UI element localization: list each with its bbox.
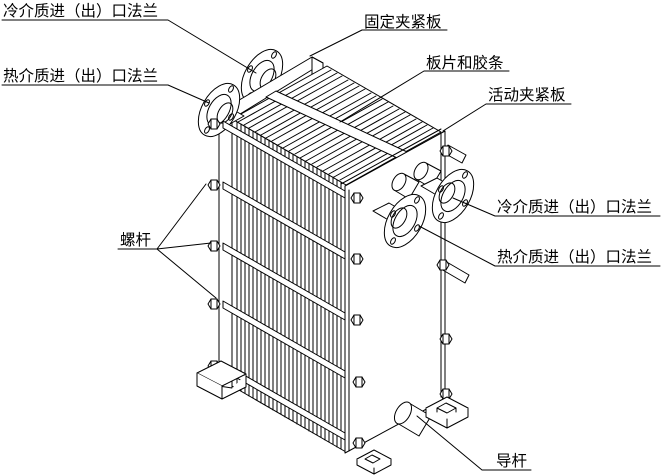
hex-nut bbox=[352, 437, 366, 449]
screw-rod-far-ends bbox=[436, 144, 470, 400]
bolt-hole bbox=[390, 210, 396, 218]
leader-guide-rod bbox=[416, 415, 532, 471]
hex-bolt bbox=[436, 259, 450, 271]
guide-rod-end bbox=[393, 401, 413, 425]
screw-rod bbox=[222, 120, 346, 199]
label-screw-rod: 螺杆 bbox=[120, 231, 151, 249]
screw-rod bbox=[222, 242, 346, 321]
screw-rod bbox=[222, 300, 346, 379]
hex-nut bbox=[350, 253, 364, 265]
flange-face bbox=[392, 204, 418, 238]
port-stub-end bbox=[413, 161, 429, 181]
hex-bolt bbox=[207, 240, 221, 252]
bolt-hole bbox=[414, 196, 420, 204]
hex-bolt bbox=[207, 179, 221, 191]
label-cold-flange-left: 冷介质进（出）口法兰 bbox=[3, 2, 158, 20]
movable-plate-far-foot-sides bbox=[425, 407, 469, 429]
flange-face bbox=[440, 179, 466, 213]
cold-flange-right-nozzle bbox=[420, 168, 475, 224]
flange-bore bbox=[438, 182, 456, 204]
leader-fixed-clamping-plate bbox=[309, 29, 448, 57]
bolt-hole bbox=[438, 185, 444, 193]
bolt-hole bbox=[271, 51, 277, 59]
bolt-hole bbox=[228, 85, 234, 93]
label-cold-flange-right: 冷介质进（出）口法兰 bbox=[497, 198, 652, 216]
leader-hot-flange-left bbox=[1, 84, 210, 104]
hex-nut bbox=[350, 192, 364, 204]
hex-nut bbox=[352, 376, 366, 388]
bolt-hole bbox=[462, 171, 468, 179]
leader-plates-and-gaskets bbox=[339, 70, 510, 123]
bolt-hole bbox=[390, 237, 396, 245]
bolt-hole bbox=[228, 113, 234, 121]
port-stub-end bbox=[391, 172, 407, 192]
hex-bolt bbox=[439, 333, 453, 345]
label-hot-flange-left: 热介质进（出）口法兰 bbox=[3, 67, 158, 85]
bolt-hole bbox=[204, 99, 210, 107]
label-movable-clamping-plate: 活动夹紧板 bbox=[488, 86, 566, 104]
label-guide-rod: 导杆 bbox=[496, 452, 527, 470]
leader-lines bbox=[1, 19, 661, 471]
hex-bolt bbox=[207, 298, 221, 310]
hex-bolt bbox=[207, 118, 221, 130]
foot-slot bbox=[364, 454, 381, 464]
leader-hot-flange-right bbox=[418, 225, 661, 267]
leader-cold-flange-left bbox=[1, 19, 257, 74]
hot-flange-right-nozzle bbox=[372, 193, 427, 249]
screw-rod bbox=[222, 181, 346, 260]
support-feet bbox=[196, 360, 469, 475]
screw-rods bbox=[207, 118, 366, 449]
hex-bolt bbox=[439, 145, 453, 157]
fixed-plate-foot-sides bbox=[196, 372, 247, 400]
hex-nut bbox=[350, 314, 364, 326]
leader-movable-clamping-plate bbox=[442, 103, 572, 132]
movable-plate-near-foot-sides bbox=[356, 458, 392, 475]
leader-cold-flange-right bbox=[452, 197, 661, 217]
leader-screw-rod bbox=[117, 183, 217, 299]
label-fixed-clamping-plate: 固定夹紧板 bbox=[364, 13, 442, 31]
label-plates-and-gaskets: 板片和胶条 bbox=[426, 54, 504, 72]
flange-bore bbox=[390, 207, 408, 229]
port-stubs bbox=[391, 161, 442, 200]
callout-labels: 冷介质进（出）口法兰 热介质进（出）口法兰 固定夹紧板 板片和胶条 活动夹紧板 … bbox=[3, 2, 652, 470]
bolt-hole bbox=[438, 212, 444, 220]
bolt-hole bbox=[204, 126, 210, 134]
label-hot-flange-right: 热介质进（出）口法兰 bbox=[497, 248, 652, 266]
foot-slot bbox=[436, 402, 457, 414]
bolt-hole bbox=[414, 224, 420, 232]
